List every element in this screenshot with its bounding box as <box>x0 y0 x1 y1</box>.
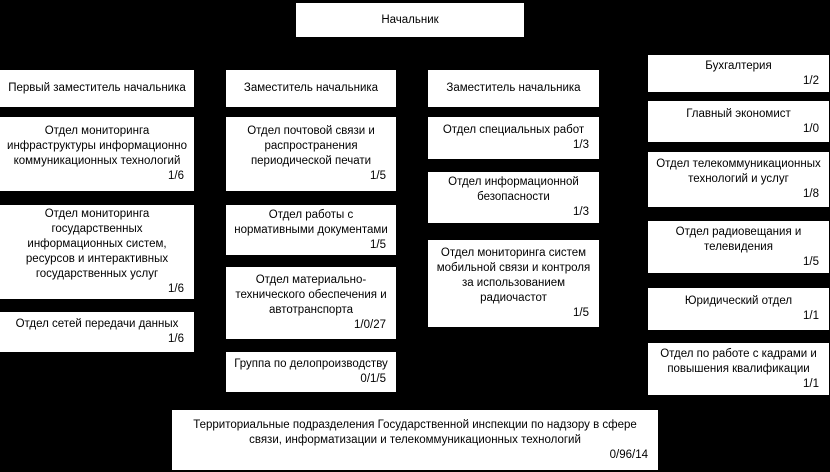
node-staff-count: 1/5 <box>803 255 819 268</box>
org-node-chief: Начальник <box>296 3 524 37</box>
node-label: Первый заместитель начальника <box>8 82 186 94</box>
org-node-dept-state-info-systems-monitoring: Отдел мониторинга государственных информ… <box>0 205 194 299</box>
org-node-dept-information-security: Отдел информационной безопасности 1/3 <box>428 172 599 223</box>
node-label: Отдел мониторинга систем мобильной связи… <box>436 247 591 304</box>
node-staff-count: 1/1 <box>803 310 819 322</box>
org-node-dept-data-networks: Отдел сетей передачи данных 1/6 <box>0 312 194 352</box>
org-node-first-deputy: Первый заместитель начальника <box>0 70 194 107</box>
node-staff-count: 1/3 <box>573 139 589 151</box>
node-staff-count: 1/6 <box>168 333 184 345</box>
org-node-dept-mobile-monitoring: Отдел мониторинга систем мобильной связи… <box>428 240 599 327</box>
node-label: Заместитель начальника <box>243 82 379 94</box>
node-staff-count: 1/1 <box>803 377 819 390</box>
org-node-dept-normative-documents: Отдел работы с нормативными документами … <box>226 205 396 255</box>
node-staff-count: 1/6 <box>168 283 184 295</box>
node-label: Отдел радиовещания и телевидения <box>675 225 802 253</box>
org-node-dept-telecom-services: Отдел телекоммуникационных технологий и … <box>648 152 829 207</box>
org-node-dept-postal: Отдел почтовой связи и распространения п… <box>226 117 396 191</box>
node-label: Отдел мониторинга государственных информ… <box>25 208 169 280</box>
node-staff-count: 1/5 <box>573 307 589 319</box>
node-staff-count: 1/5 <box>370 238 386 251</box>
org-node-deputy-3: Заместитель начальника <box>428 70 599 107</box>
node-label: Главный экономист <box>686 107 791 120</box>
node-label: Отдел по работе с кадрами и повышения кв… <box>660 347 817 375</box>
org-node-dept-special-works: Отдел специальных работ 1/3 <box>428 117 599 159</box>
node-label: Отдел специальных работ <box>442 124 585 136</box>
node-staff-count: 0/1/5 <box>360 373 386 385</box>
org-node-hr-dept: Отдел по работе с кадрами и повышения кв… <box>648 343 829 395</box>
node-label: Отдел работы с нормативными документами <box>234 208 388 236</box>
node-label: Отдел телекоммуникационных технологий и … <box>656 158 821 185</box>
node-staff-count: 1/0/27 <box>354 319 386 331</box>
node-staff-count: 1/0 <box>803 122 819 135</box>
org-node-chief-economist: Главный экономист 1/0 <box>648 101 829 142</box>
org-node-accounting: Бухгалтерия 1/2 <box>648 55 829 92</box>
node-label: Отдел мониторинга инфраструктуры информа… <box>7 125 187 167</box>
node-label: Территориальные подразделения Государств… <box>193 418 637 446</box>
node-staff-count: 1/3 <box>573 206 589 218</box>
org-node-territorial-divisions: Территориальные подразделения Государств… <box>172 410 658 470</box>
node-staff-count: 1/6 <box>168 170 184 182</box>
node-label: Начальник <box>381 13 439 26</box>
node-label: Отдел информационной безопасности <box>448 176 579 203</box>
org-node-dept-ikt-infrastructure-monitoring: Отдел мониторинга инфраструктуры информа… <box>0 117 194 191</box>
org-node-deputy-2: Заместитель начальника <box>226 70 396 107</box>
node-label: Бухгалтерия <box>705 59 772 72</box>
node-staff-count: 1/2 <box>803 74 819 87</box>
org-node-legal-dept: Юридический отдел 1/1 <box>648 288 829 330</box>
node-label: Юридический отдел <box>684 295 793 307</box>
node-staff-count: 1/8 <box>803 188 819 200</box>
node-staff-count: 1/5 <box>370 170 386 182</box>
org-node-group-records-management: Группа по делопроизводству 0/1/5 <box>226 352 396 392</box>
node-label: Группа по делопроизводству <box>234 358 388 370</box>
node-staff-count: 0/96/14 <box>609 448 648 461</box>
org-node-dept-radio-tv: Отдел радиовещания и телевидения 1/5 <box>648 221 829 273</box>
node-label: Отдел сетей передачи данных <box>15 318 179 330</box>
node-label: Отдел почтовой связи и распространения п… <box>247 125 375 167</box>
node-label: Отдел материально-технического обеспечен… <box>235 274 387 316</box>
org-node-dept-logistics-transport: Отдел материально-технического обеспечен… <box>226 267 396 339</box>
node-label: Заместитель начальника <box>446 82 581 94</box>
